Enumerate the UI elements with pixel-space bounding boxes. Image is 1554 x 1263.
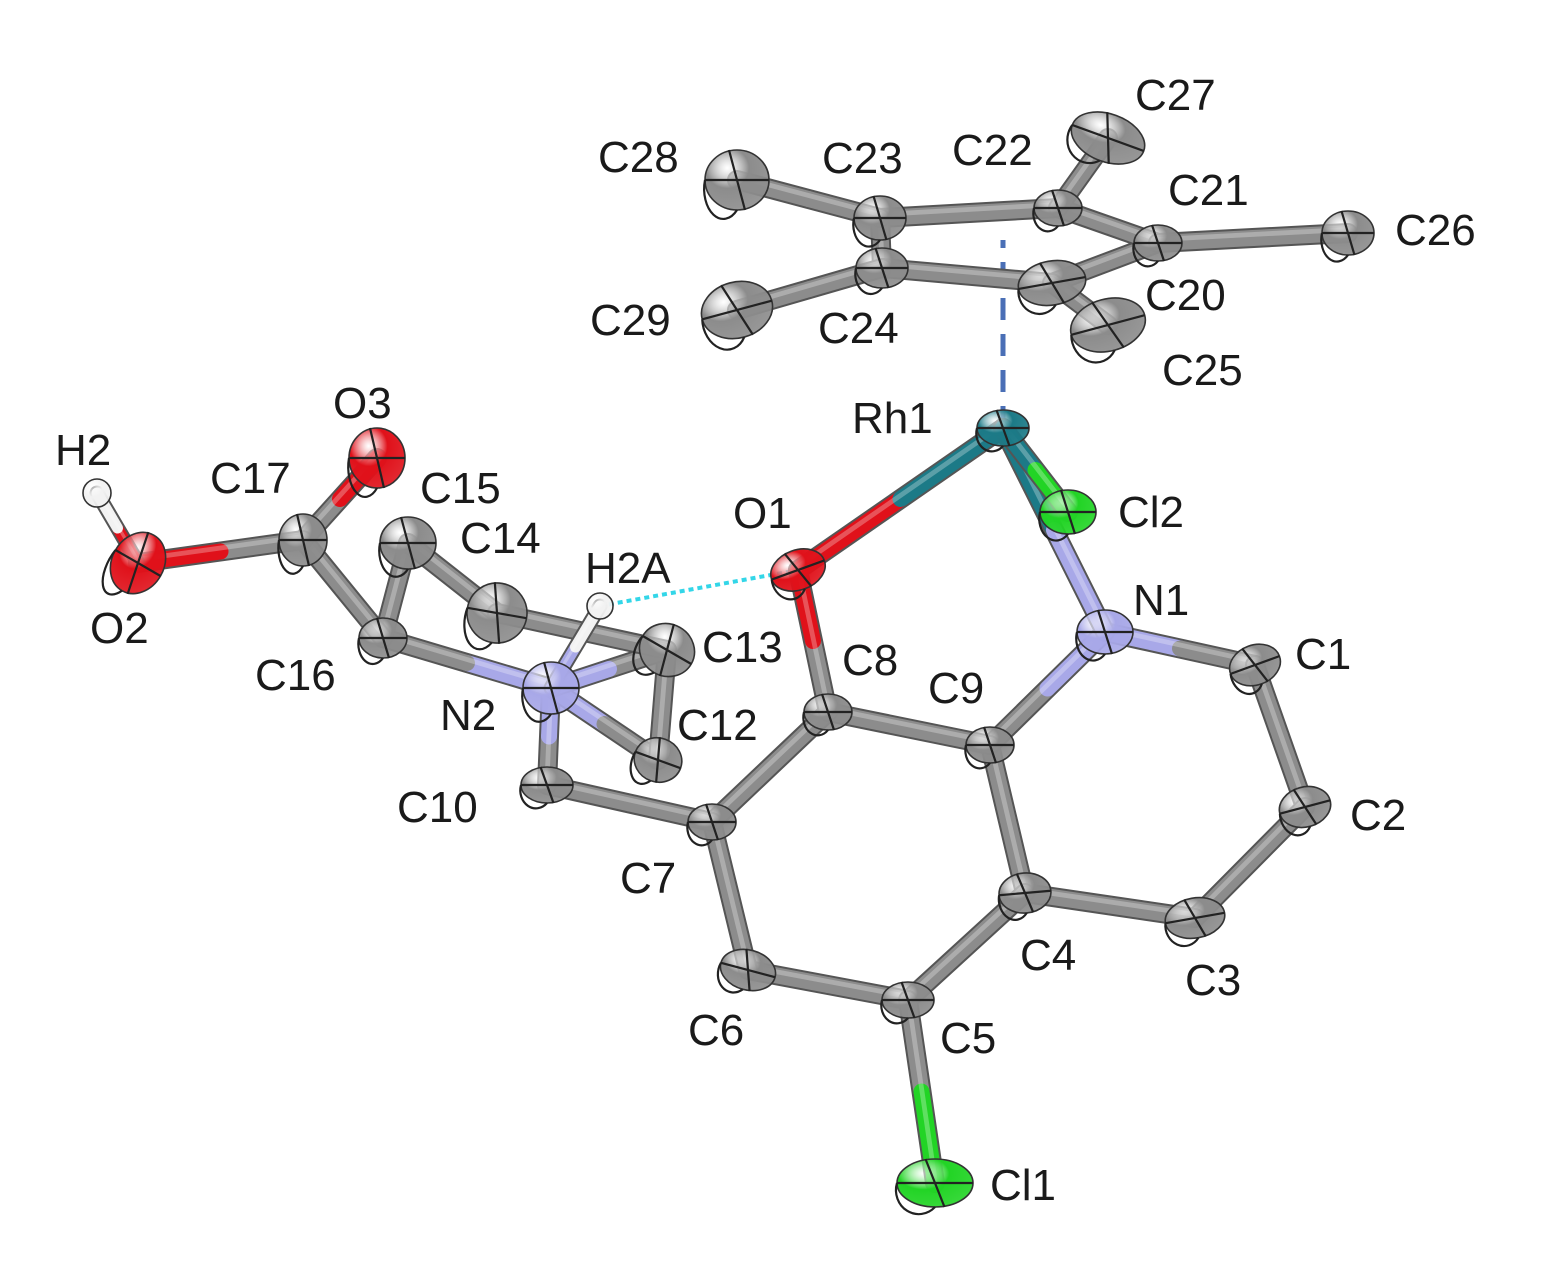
atom-N2 bbox=[521, 661, 580, 723]
atom-O1 bbox=[770, 548, 826, 601]
atom-label-C28: C28 bbox=[598, 133, 679, 182]
atom-label-C20: C20 bbox=[1145, 271, 1226, 320]
atom-C17 bbox=[277, 513, 328, 575]
atom-label-C1: C1 bbox=[1295, 630, 1351, 679]
atom-label-C10: C10 bbox=[397, 783, 478, 832]
bond-C4-C9 bbox=[980, 735, 1035, 903]
atom-Cl1 bbox=[894, 1158, 974, 1216]
atom-label-C5: C5 bbox=[940, 1014, 996, 1063]
atom-label-O3: O3 bbox=[333, 379, 392, 428]
atom-Cl2 bbox=[1038, 489, 1097, 542]
bond-C21-C26 bbox=[1148, 223, 1358, 253]
atoms-layer bbox=[82, 111, 1375, 1216]
atom-C13 bbox=[632, 622, 696, 678]
hydrogen-bond-line bbox=[599, 568, 799, 608]
atom-C3 bbox=[1164, 896, 1226, 948]
atom-label-Cl2: Cl2 bbox=[1118, 488, 1184, 537]
atom-C26 bbox=[1320, 210, 1375, 263]
bond-C5-Cl1 bbox=[898, 990, 945, 1193]
atom-C7 bbox=[686, 803, 737, 847]
atom-label-H2: H2 bbox=[55, 426, 111, 475]
labels-layer: C1C2C3C4C5C6C7C8C9C10C12C13C14C15C16C17C… bbox=[55, 71, 1476, 1210]
atom-C27 bbox=[1066, 111, 1146, 165]
atom-C16 bbox=[357, 617, 408, 665]
atom-label-C12: C12 bbox=[677, 701, 758, 750]
atom-label-C14: C14 bbox=[460, 514, 541, 563]
atom-C8 bbox=[802, 693, 853, 737]
atom-label-C21: C21 bbox=[1168, 166, 1249, 215]
atom-C24 bbox=[854, 247, 909, 295]
atom-label-C24: C24 bbox=[818, 304, 899, 353]
atom-C29 bbox=[700, 280, 774, 351]
atom-label-C26: C26 bbox=[1395, 206, 1476, 255]
atom-H2 bbox=[82, 478, 112, 508]
atom-C23 bbox=[852, 195, 907, 248]
atom-C1 bbox=[1228, 643, 1282, 696]
atom-N1 bbox=[1075, 609, 1134, 662]
atom-C14 bbox=[463, 582, 528, 651]
atom-label-Rh1: Rh1 bbox=[852, 394, 933, 443]
atom-label-C29: C29 bbox=[590, 296, 671, 345]
atom-label-N2: N2 bbox=[440, 691, 496, 740]
atom-label-C3: C3 bbox=[1185, 956, 1241, 1005]
atom-label-C16: C16 bbox=[255, 651, 336, 700]
atom-label-C7: C7 bbox=[620, 854, 676, 903]
bond-O1-Rh1 bbox=[788, 418, 1013, 580]
atom-label-C2: C2 bbox=[1350, 791, 1406, 840]
atom-O2 bbox=[101, 531, 167, 596]
atom-Rh1 bbox=[975, 409, 1030, 453]
atom-C10 bbox=[519, 766, 574, 810]
atom-C5 bbox=[880, 981, 935, 1025]
atom-label-C9: C9 bbox=[928, 664, 984, 713]
atom-H2A bbox=[586, 592, 614, 620]
atom-C6 bbox=[716, 948, 777, 994]
atom-C22 bbox=[1032, 189, 1083, 233]
atom-C2 bbox=[1278, 785, 1332, 837]
atom-C9 bbox=[964, 726, 1015, 770]
atom-label-C23: C23 bbox=[822, 134, 903, 183]
atom-label-C6: C6 bbox=[688, 1006, 744, 1055]
atom-label-O1: O1 bbox=[733, 489, 792, 538]
atom-C25 bbox=[1069, 297, 1147, 364]
atom-label-N1: N1 bbox=[1133, 576, 1189, 625]
atom-C28 bbox=[703, 149, 770, 220]
atom-C21 bbox=[1132, 224, 1183, 268]
atom-label-C25: C25 bbox=[1162, 346, 1243, 395]
atom-label-Cl1: Cl1 bbox=[990, 1161, 1056, 1210]
atom-label-H2A: H2A bbox=[585, 544, 671, 593]
atom-label-C13: C13 bbox=[702, 623, 783, 672]
bond-C6-C7 bbox=[702, 812, 758, 980]
atom-label-C17: C17 bbox=[210, 454, 291, 503]
atom-label-C27: C27 bbox=[1135, 71, 1216, 120]
atom-label-O2: O2 bbox=[90, 604, 149, 653]
atom-label-C15: C15 bbox=[420, 464, 501, 513]
atom-label-C8: C8 bbox=[842, 636, 898, 685]
atom-label-C22: C22 bbox=[952, 126, 1033, 175]
atom-C20 bbox=[1017, 259, 1087, 316]
atom-C12 bbox=[629, 736, 683, 785]
atom-O3 bbox=[347, 427, 406, 498]
atom-C4 bbox=[997, 872, 1052, 921]
atom-label-C4: C4 bbox=[1020, 931, 1076, 980]
atom-C15 bbox=[378, 516, 437, 578]
